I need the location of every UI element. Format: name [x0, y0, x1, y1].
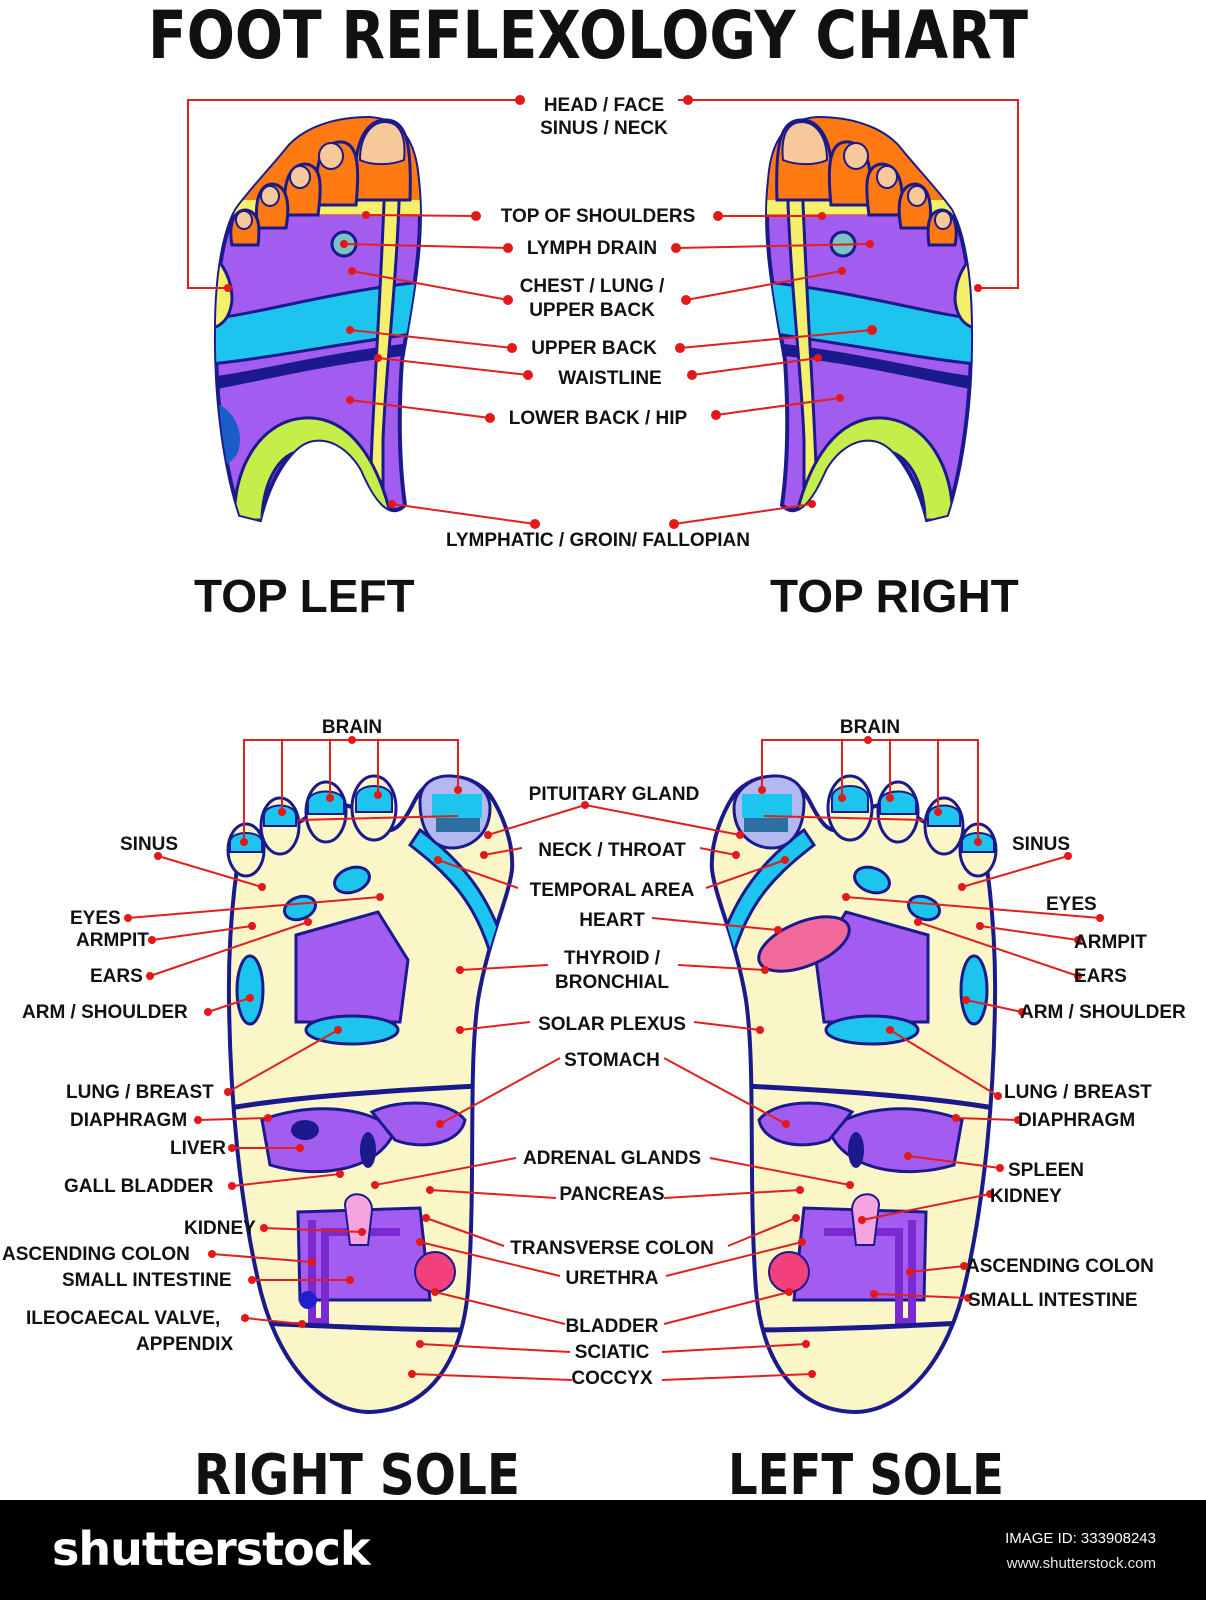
label-small-intestine-r: SMALL INTESTINE — [968, 1290, 1138, 1311]
label-eyes-l: EYES — [70, 908, 121, 929]
label-thyroid: THYROID / — [564, 948, 661, 969]
label-brain-right: BRAIN — [840, 717, 900, 738]
label-ileocaecal-valve: ILEOCAECAL VALVE, — [26, 1308, 220, 1329]
label-transverse-colon: TRANSVERSE COLON — [510, 1238, 714, 1259]
label-waistline: WAISTLINE — [558, 368, 661, 389]
label-heart: HEART — [579, 910, 645, 931]
label-lung-breast-r: LUNG / BREAST — [1004, 1082, 1152, 1103]
label-coccyx: COCCYX — [571, 1368, 653, 1389]
label-armpit-l: ARMPIT — [76, 930, 149, 951]
label-pancreas: PANCREAS — [559, 1184, 664, 1205]
label-bronchial: BRONCHIAL — [555, 972, 669, 993]
label-solar-plexus: SOLAR PLEXUS — [538, 1014, 686, 1035]
sole-right-side-labels: SINUS EYES ARMPIT EARS ARM / SHOULDER LU… — [966, 834, 1186, 1311]
label-liver: LIVER — [170, 1138, 226, 1159]
label-ascending-colon-l: ASCENDING COLON — [2, 1244, 190, 1265]
caption-top-right: TOP RIGHT — [770, 570, 1019, 622]
label-adrenal-glands: ADRENAL GLANDS — [523, 1148, 701, 1169]
sole-left-side-labels: SINUS EYES ARMPIT EARS ARM / SHOULDER LU… — [2, 834, 256, 1355]
caption-top-left: TOP LEFT — [194, 570, 415, 622]
label-ears-l: EARS — [90, 966, 143, 987]
label-pituitary-gland: PITUITARY GLAND — [529, 784, 700, 805]
label-upper-back-a: UPPER BACK — [529, 300, 655, 321]
caption-right-sole: RIGHT SOLE — [194, 1443, 520, 1500]
label-sinus-neck: SINUS / NECK — [540, 118, 668, 139]
site-url[interactable]: www.shutterstock.com — [1006, 1555, 1156, 1572]
label-diaphragm-r: DIAPHRAGM — [1018, 1110, 1135, 1131]
sole-center-labels: BRAIN BRAIN PITUITARY GLAND NECK / THROA… — [322, 717, 900, 1389]
label-armpit-r: ARMPIT — [1074, 932, 1147, 953]
label-gall-bladder: GALL BLADDER — [64, 1176, 214, 1197]
label-lymph-drain: LYMPH DRAIN — [527, 238, 657, 259]
stock-footer-bar: shutterstock IMAGE ID: 333908243 www.shu… — [0, 1500, 1206, 1600]
label-sciatic: SCIATIC — [575, 1342, 650, 1363]
label-upper-back: UPPER BACK — [531, 338, 657, 359]
label-bladder: BLADDER — [566, 1316, 659, 1337]
label-lymphatic-groin: LYMPHATIC / GROIN/ FALLOPIAN — [446, 530, 750, 551]
label-diaphragm-l: DIAPHRAGM — [70, 1110, 187, 1131]
chart-title: FOOT REFLEXOLOGY CHART — [148, 0, 1028, 74]
label-ascending-colon-r: ASCENDING COLON — [966, 1256, 1154, 1277]
label-urethra: URETHRA — [566, 1268, 659, 1289]
sole-leader-lines — [124, 736, 1104, 1381]
top-labels: HEAD / FACE SINUS / NECK TOP OF SHOULDER… — [446, 95, 750, 551]
label-arm-shoulder-r: ARM / SHOULDER — [1020, 1002, 1186, 1023]
label-kidney-r: KIDNEY — [990, 1186, 1062, 1207]
label-ears-r: EARS — [1074, 966, 1127, 987]
label-sinus-r: SINUS — [1012, 834, 1070, 855]
label-head-face: HEAD / FACE — [544, 95, 664, 116]
label-spleen: SPLEEN — [1008, 1160, 1084, 1181]
label-sinus-l: SINUS — [120, 834, 178, 855]
top-leader-lines — [187, 95, 1019, 529]
top-right-foot — [765, 115, 974, 523]
label-arm-shoulder-l: ARM / SHOULDER — [22, 1002, 188, 1023]
reflexology-diagram: FOOT REFLEXOLOGY CHART — [2, 0, 1186, 1500]
top-left-foot — [213, 115, 422, 523]
label-chest-lung: CHEST / LUNG / — [520, 276, 665, 297]
label-small-intestine-l: SMALL INTESTINE — [62, 1270, 232, 1291]
label-lower-back-hip: LOWER BACK / HIP — [509, 408, 688, 429]
label-eyes-r: EYES — [1046, 894, 1097, 915]
label-stomach: STOMACH — [564, 1050, 660, 1071]
caption-left-sole: LEFT SOLE — [728, 1443, 1004, 1500]
label-temporal-area: TEMPORAL AREA — [530, 880, 695, 901]
label-brain-left: BRAIN — [322, 717, 382, 738]
label-top-of-shoulders: TOP OF SHOULDERS — [501, 206, 696, 227]
label-neck-throat: NECK / THROAT — [538, 840, 686, 861]
left-sole — [709, 774, 998, 1415]
label-kidney-l: KIDNEY — [184, 1218, 256, 1239]
brand-logo: shutterstock — [52, 1522, 371, 1576]
image-id: IMAGE ID: 333908243 — [1005, 1530, 1156, 1547]
label-appendix: APPENDIX — [136, 1334, 233, 1355]
label-lung-breast-l: LUNG / BREAST — [66, 1082, 214, 1103]
